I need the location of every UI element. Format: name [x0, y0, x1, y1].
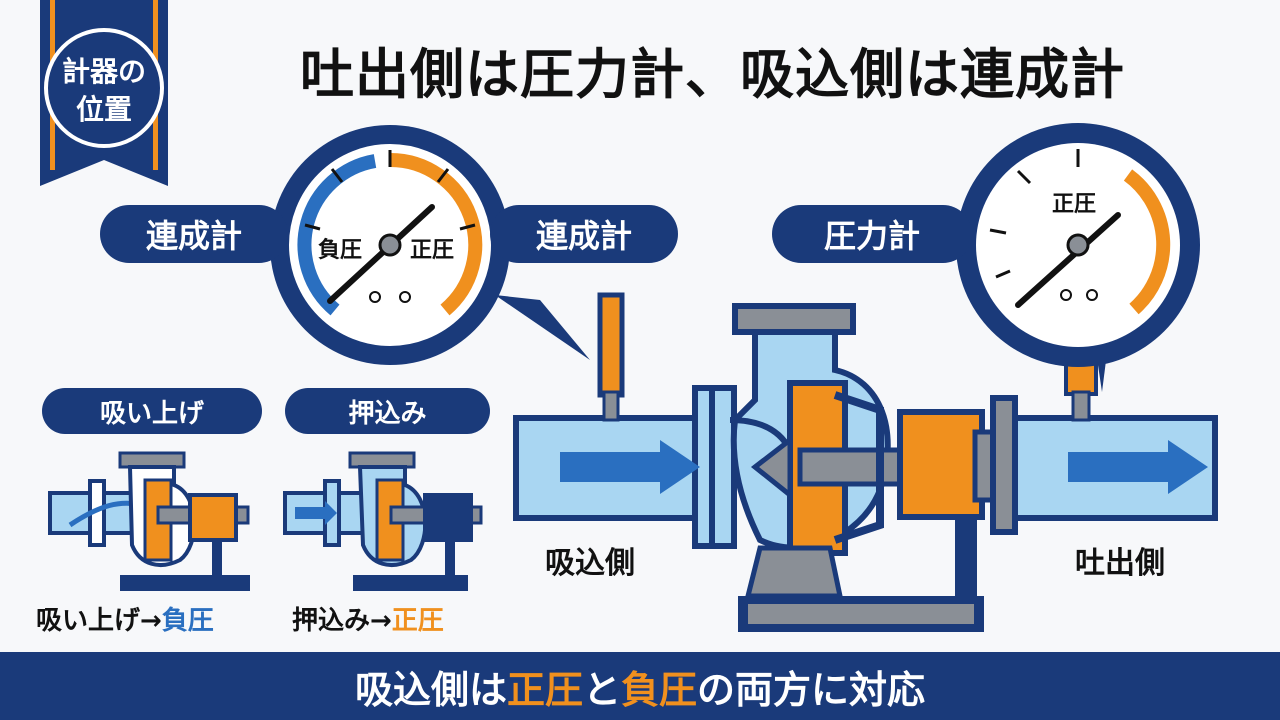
caption-suction-lift-value: 負圧 — [161, 606, 214, 636]
suction-pipe — [513, 385, 737, 549]
footer-negative: 負圧 — [621, 667, 698, 712]
footer-part-2: と — [582, 667, 621, 712]
compound-gauge-positive-label: 正圧 — [410, 238, 455, 263]
suction-tap — [597, 292, 625, 398]
suction-arrow — [560, 440, 700, 494]
badge-line-1: 計器の — [61, 55, 146, 88]
page-title: 吐出側は圧力計、吸込側は連成計 — [300, 43, 1125, 106]
badge-line-2: 位置 — [75, 93, 132, 126]
ribbon-badge: 計器の 位置 — [40, 0, 168, 186]
caption-suction-lift: 吸い上げ→負圧 — [36, 600, 214, 637]
pump-casing — [729, 303, 998, 632]
discharge-arrow — [1068, 440, 1208, 494]
pressure-gauge — [956, 123, 1200, 367]
label-compound-gauge-left: 連成計 — [100, 205, 288, 263]
pressure-gauge-positive-label: 正圧 — [1052, 192, 1097, 217]
caption-push-in: 押込み→正圧 — [292, 600, 444, 637]
compound-gauge-negative-label: 負圧 — [318, 238, 363, 263]
compound-gauge-callout-tail — [495, 295, 590, 360]
suction-lift-diagram — [48, 451, 250, 591]
caption-push-in-prefix: 押込み→ — [292, 606, 392, 636]
footer-positive: 正圧 — [506, 667, 583, 712]
footer-banner: 吸込側は正圧と負圧の両方に対応 — [0, 652, 1280, 720]
discharge-pipe — [990, 360, 1218, 535]
caption-push-in-value: 正圧 — [391, 606, 444, 636]
compound-gauge — [270, 125, 510, 365]
push-in-diagram — [283, 451, 483, 591]
footer-part-1: 吸込側は — [354, 667, 507, 712]
discharge-side-label: 吐出側 — [1075, 546, 1165, 581]
pill-push-in: 押込み — [285, 388, 490, 434]
label-compound-gauge-right: 連成計 — [490, 205, 678, 263]
footer-part-3: の両方に対応 — [697, 667, 926, 712]
label-pressure-gauge: 圧力計 — [772, 205, 972, 263]
pill-suction-lift: 吸い上げ — [42, 388, 262, 434]
caption-suction-lift-prefix: 吸い上げ→ — [36, 606, 162, 636]
suction-side-label: 吸込側 — [545, 546, 635, 581]
